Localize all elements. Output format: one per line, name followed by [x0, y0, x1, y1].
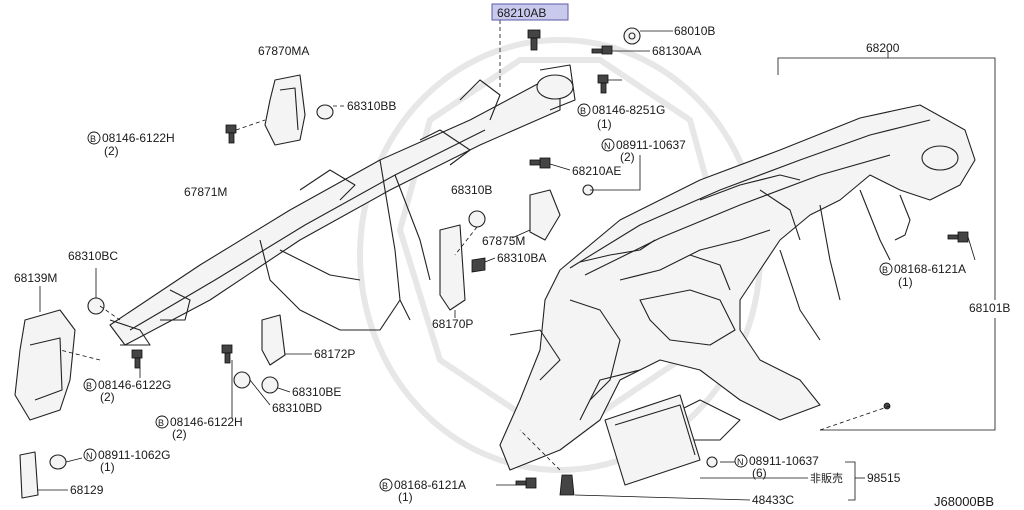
label-08168-6121A-bottom: 08168-6121A — [394, 478, 466, 492]
label-68310BE: 68310BE — [292, 385, 341, 399]
label-08146-6122H-top: 08146-6122H — [102, 131, 175, 145]
symbol-b: B — [580, 106, 586, 116]
label-08146-8251G: 08146-8251G — [592, 103, 665, 117]
label-48433C: 48433C — [752, 493, 794, 507]
symbol-b: B — [382, 481, 388, 491]
label-08911-10637-bottom: 08911-10637 — [749, 454, 819, 468]
label-68310BA: 68310BA — [497, 251, 546, 265]
callout-labels: 68210AB 68010B 68130AA 68200 67870MA 683… — [14, 3, 1010, 509]
qty-08168-6121A-right: (1) — [898, 275, 913, 289]
label-not-for-sale: 非販売 — [810, 472, 843, 485]
symbol-n: N — [604, 141, 611, 151]
label-68310B: 68310B — [451, 183, 492, 197]
label-98515: 98515 — [867, 471, 901, 485]
qty-08146-8251G: (1) — [597, 117, 612, 131]
bracket-67870MA — [264, 74, 306, 146]
bracket-68139M — [14, 309, 76, 421]
bracket-68129 — [19, 451, 39, 499]
label-68310BC: 68310BC — [68, 249, 118, 263]
diagram-code: J68000BB — [934, 494, 994, 509]
label-67870MA: 67870MA — [258, 44, 309, 58]
label-68172P: 68172P — [314, 347, 355, 361]
steering-member-67871M — [109, 64, 576, 346]
fasteners — [49, 27, 969, 496]
bracket-68172P — [261, 314, 286, 366]
symbol-b: B — [90, 134, 96, 144]
symbol-n: N — [86, 451, 93, 461]
label-68129: 68129 — [70, 483, 104, 497]
highlight-box-68210AB — [491, 3, 569, 21]
label-68139M: 68139M — [14, 271, 57, 285]
label-67871M: 67871M — [184, 185, 227, 199]
label-68101B: 68101B — [969, 301, 1010, 315]
label-68170P: 68170P — [432, 317, 473, 331]
qty-08146-6122H-bottom: (2) — [172, 427, 187, 441]
label-08911-1062G: 08911-1062G — [98, 448, 171, 462]
qty-08911-10637-top: (2) — [620, 150, 635, 164]
label-08911-10637-top: 08911-10637 — [616, 138, 686, 152]
qty-08146-6122G: (2) — [100, 390, 115, 404]
qty-08911-1062G: (1) — [100, 460, 115, 474]
symbol-b: B — [158, 418, 164, 428]
bracket-68170P — [439, 224, 466, 311]
symbol-b: B — [882, 265, 888, 275]
qty-08168-6121A-bottom: (1) — [398, 490, 413, 504]
label-08146-6122H-bottom: 08146-6122H — [170, 415, 243, 429]
qty-08146-6122H-top: (2) — [104, 144, 119, 158]
label-68010B: 68010B — [674, 24, 715, 38]
label-08146-6122G: 08146-6122G — [98, 378, 171, 392]
airbag-module-98515 — [604, 394, 701, 486]
label-68210AE: 68210AE — [572, 164, 621, 178]
label-68310BD: 68310BD — [272, 401, 322, 415]
label-08168-6121A-right: 08168-6121A — [894, 262, 966, 276]
label-68310BB: 68310BB — [347, 99, 396, 113]
label-68210AB: 68210AB — [497, 6, 546, 20]
label-67875M: 67875M — [482, 234, 525, 248]
leader-lines — [38, 20, 996, 501]
symbol-b: B — [86, 381, 92, 391]
symbol-n: N — [737, 457, 744, 467]
instrument-panel-68200 — [499, 104, 976, 471]
bracket-67875M — [529, 189, 561, 241]
label-68130AA: 68130AA — [652, 44, 701, 58]
qty-08911-10637-bottom: (6) — [752, 466, 767, 480]
label-68200: 68200 — [866, 41, 900, 55]
